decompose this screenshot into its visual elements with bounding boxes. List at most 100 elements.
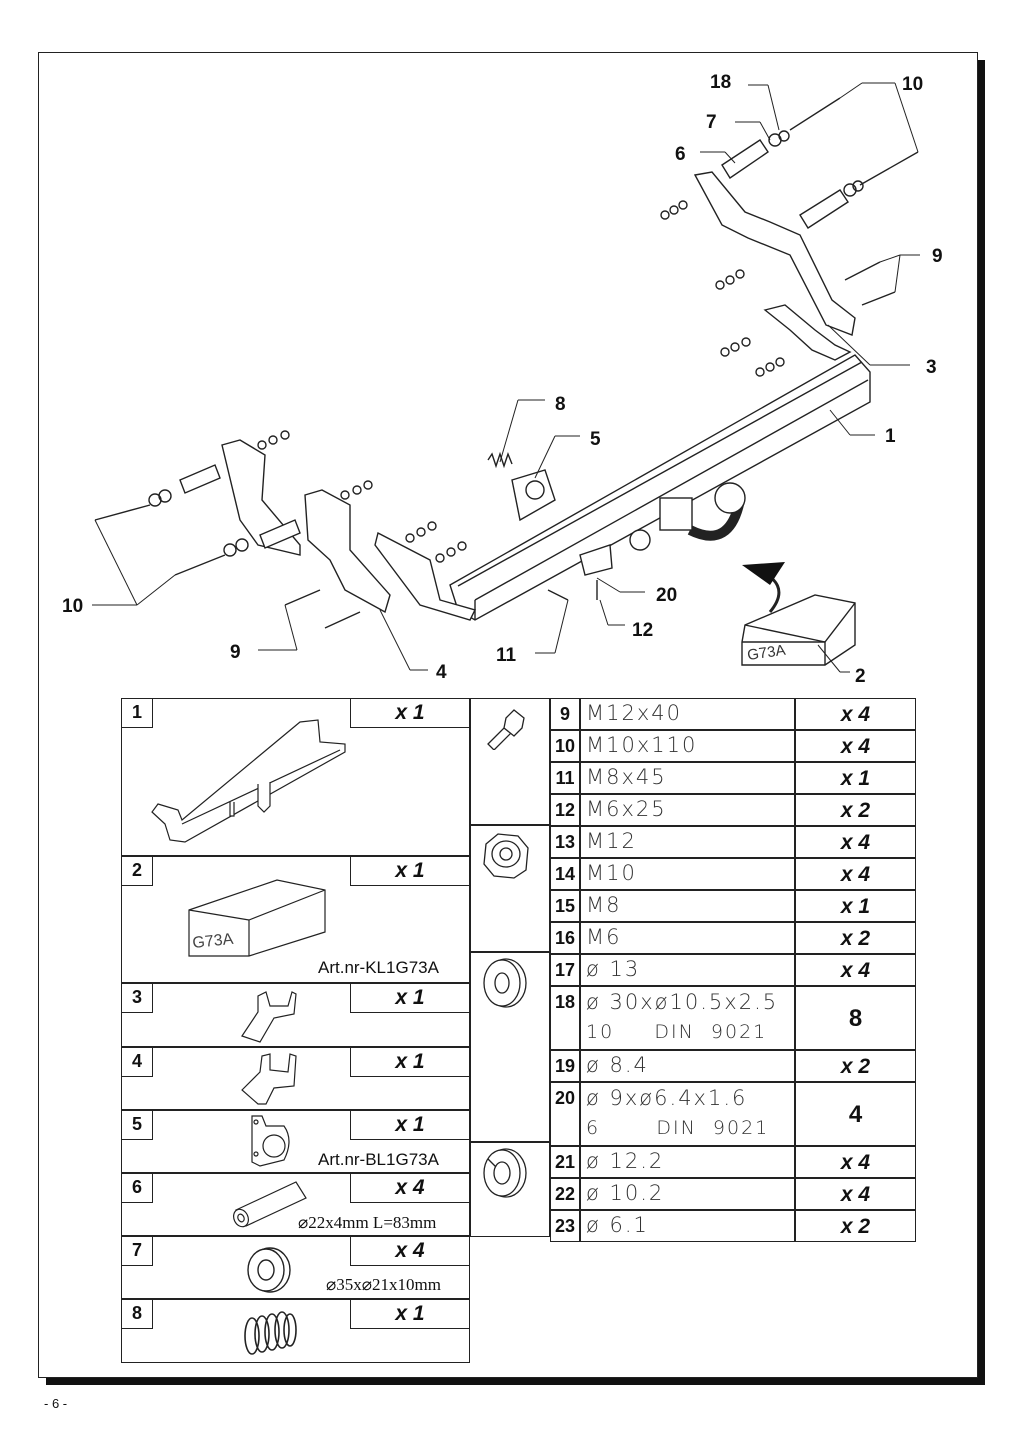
callout-1: 1 <box>885 426 896 447</box>
row-spec: M8x45 <box>580 762 795 794</box>
row-quantity: x 1 <box>795 762 916 794</box>
part-note: ⌀22x4mm L=83mm <box>298 1213 437 1232</box>
row-spec-line: ø 6.1 <box>586 1213 649 1237</box>
row-quantity: x 2 <box>795 1050 916 1082</box>
part-note: Art.nr-KL1G73A <box>318 958 439 977</box>
row-spec-line: ø 13 <box>586 957 641 981</box>
callout-5: 5 <box>590 429 601 450</box>
callout-9-left: 9 <box>230 642 241 663</box>
part-quantity: x 1 <box>350 1110 470 1140</box>
row-spec-line: ø 10.2 <box>586 1181 665 1205</box>
part-number: 3 <box>121 983 153 1013</box>
callout-20: 20 <box>656 585 677 606</box>
bolt-icon <box>487 709 525 750</box>
row-number: 10 <box>550 730 580 762</box>
row-number: 21 <box>550 1146 580 1178</box>
box-label-text: G73A <box>746 642 786 664</box>
callout-10-top: 10 <box>902 74 923 95</box>
row-quantity: x 1 <box>795 890 916 922</box>
callout-7: 7 <box>706 112 717 133</box>
callout-9-right: 9 <box>932 246 943 267</box>
part-note: Art.nr-BL1G73A <box>318 1150 439 1169</box>
row-number: 20 <box>550 1082 580 1146</box>
washer-icon <box>483 958 527 1008</box>
accessory-box-part-image: G73A <box>188 879 326 957</box>
callout-3: 3 <box>926 357 937 378</box>
part-number: 6 <box>121 1173 153 1203</box>
part-number: 8 <box>121 1299 153 1329</box>
row-spec-line-2: 10 DIN 9021 <box>586 1021 768 1043</box>
row-spec-line-2: 6 DIN 9021 <box>586 1117 770 1139</box>
row-quantity: x 4 <box>795 1146 916 1178</box>
part-quantity: x 1 <box>350 983 470 1013</box>
row-spec: M8 <box>580 890 795 922</box>
spacer-tube-2 <box>799 189 849 229</box>
part-quantity: x 1 <box>350 1299 470 1329</box>
exploded-assembly-diagram: G73A 18 7 6 10 9 3 1 8 5 10 9 4 11 20 12… <box>62 72 943 687</box>
callout-4: 4 <box>436 662 447 683</box>
row-spec-line: ø 12.2 <box>586 1149 665 1173</box>
nut-icon-cell <box>470 825 550 952</box>
socket-plate-part-image <box>251 1115 290 1167</box>
page-number: - 6 - <box>44 1396 68 1411</box>
spring <box>487 451 513 469</box>
callout-18: 18 <box>710 72 731 93</box>
left-end-bracket <box>374 531 477 621</box>
right-bracket-part-image <box>241 991 297 1043</box>
row-spec: ø 13 <box>580 954 795 986</box>
part-quantity: x 1 <box>350 1047 470 1077</box>
left-bracket-inner <box>304 489 391 614</box>
part-7-cell <box>121 1236 470 1299</box>
spring-washer-icon <box>483 1148 527 1198</box>
row-number: 19 <box>550 1050 580 1082</box>
row-spec: M12x40 <box>580 698 795 730</box>
callout-11: 11 <box>496 645 517 666</box>
part-quantity: x 4 <box>350 1236 470 1266</box>
row-quantity: x 2 <box>795 1210 916 1242</box>
left-bracket-part-image <box>241 1053 297 1105</box>
callout-12: 12 <box>632 620 653 641</box>
row-spec: M6 <box>580 922 795 954</box>
row-spec: ø 8.4 <box>580 1050 795 1082</box>
row-spec: M12 <box>580 826 795 858</box>
row-spec: M6x25 <box>580 794 795 826</box>
row-quantity: x 4 <box>795 1178 916 1210</box>
part-number: 5 <box>121 1110 153 1140</box>
row-quantity: x 4 <box>795 826 916 858</box>
row-quantity: 4 <box>795 1082 916 1146</box>
spacer-tube-part-image <box>233 1181 307 1228</box>
row-number: 22 <box>550 1178 580 1210</box>
part-5-cell <box>121 1110 470 1173</box>
row-number: 9 <box>550 698 580 730</box>
part-quantity: x 1 <box>350 856 470 886</box>
row-quantity: 8 <box>795 986 916 1050</box>
callout-10-left: 10 <box>62 596 83 617</box>
row-quantity: x 4 <box>795 858 916 890</box>
row-spec: M10 <box>580 858 795 890</box>
row-spec-line: M12 <box>586 829 637 853</box>
row-number: 11 <box>550 762 580 794</box>
callout-8: 8 <box>555 394 566 415</box>
spring-part-image <box>244 1311 297 1355</box>
row-number: 14 <box>550 858 580 890</box>
row-number: 17 <box>550 954 580 986</box>
callout-2: 2 <box>855 666 866 687</box>
part-number: 4 <box>121 1047 153 1077</box>
row-quantity: x 2 <box>795 794 916 826</box>
frame-shadow-bottom <box>46 1377 985 1385</box>
row-number: 12 <box>550 794 580 826</box>
row-number: 23 <box>550 1210 580 1242</box>
crossbar-part-image <box>151 719 346 843</box>
row-number: 13 <box>550 826 580 858</box>
row-spec-line: M8 <box>586 893 622 917</box>
spacer-tube-4 <box>259 519 301 549</box>
row-spec: M10x110 <box>580 730 795 762</box>
frame-shadow-right <box>977 60 985 1385</box>
row-spec-line: M12x40 <box>586 701 682 725</box>
row-spec-line: M6 <box>586 925 622 949</box>
socket-plate <box>511 469 556 522</box>
right-bracket-outer <box>693 171 856 336</box>
part-8-cell <box>121 1299 470 1363</box>
row-quantity: x 4 <box>795 954 916 986</box>
